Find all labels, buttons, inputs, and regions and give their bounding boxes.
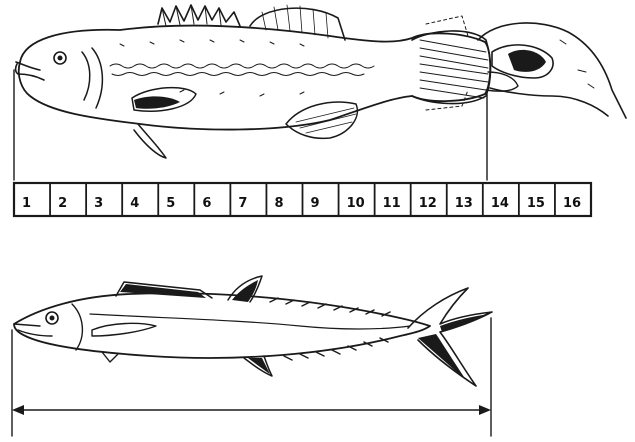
ruler-number-label: 7: [238, 196, 247, 211]
length-arrow-left-head: [12, 405, 24, 415]
ruler-number-label: 12: [419, 196, 437, 211]
bass-pelvic-fin: [134, 124, 166, 158]
bass-illustration: [16, 5, 491, 158]
ruler-number-label: 15: [527, 196, 545, 211]
ruler-number-label: 11: [383, 196, 401, 211]
bass-anal-fin: [286, 102, 357, 138]
ruler-number-label: 16: [563, 196, 581, 211]
ruler-number-label: 4: [130, 196, 139, 211]
ruler-number-label: 9: [311, 196, 320, 211]
mackerel-gill-cover: [72, 304, 82, 350]
bass-spiny-dorsal-fin: [158, 5, 240, 26]
ruler-number-label: 6: [202, 196, 211, 211]
mackerel-pectoral-fin: [92, 323, 156, 336]
mackerel-caudal-fin: [408, 288, 492, 386]
ruler-number-label: 5: [166, 196, 175, 211]
ruler-number-label: 10: [347, 196, 365, 211]
length-arrow-right-head: [479, 405, 491, 415]
mackerel-dorsal-finlets: [270, 298, 390, 316]
mackerel-lateral-line: [90, 314, 410, 329]
bass-gill-cover: [82, 48, 102, 108]
ruler-number-label: 13: [455, 196, 473, 211]
mackerel-illustration: [14, 276, 492, 386]
hand-illustration: [478, 23, 626, 118]
mackerel-mouth: [14, 324, 52, 336]
ruler-number-label: 2: [58, 196, 67, 211]
ruler-number-label: 3: [94, 196, 103, 211]
bass-lateral-markings: [110, 40, 374, 96]
ruler-number-label: 8: [274, 196, 283, 211]
ruler-number-label: 14: [491, 196, 509, 211]
ruler-number-label: 1: [22, 196, 31, 211]
